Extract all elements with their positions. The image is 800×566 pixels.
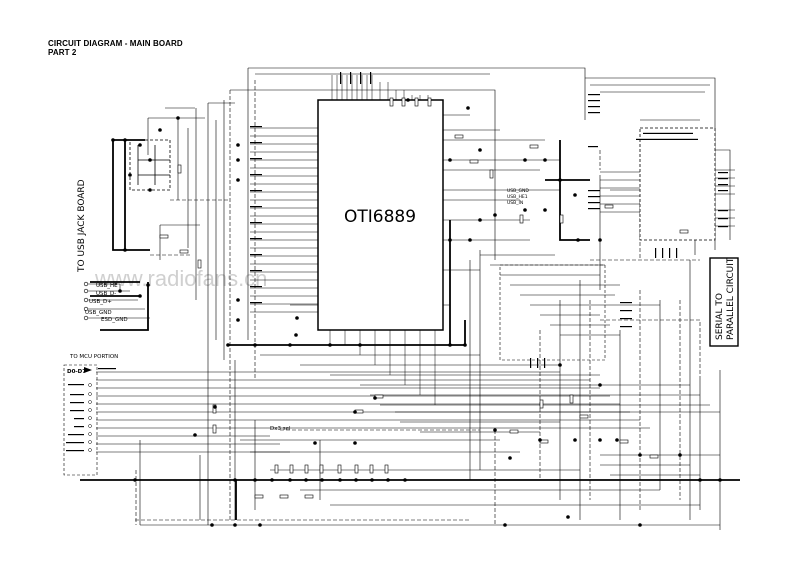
diagram-subtitle: PART 2 xyxy=(48,48,77,57)
serial-to-parallel-box: SERIAL TO PARALLEL CIRCUIT xyxy=(709,257,739,347)
chip-mid-label-1: USB_HE1 xyxy=(507,194,528,200)
usb-signal-4: ESD_GND xyxy=(101,317,128,323)
mcu-connector: TO MCU PORTION D0-D7 xyxy=(63,354,118,476)
shift-register-ic xyxy=(600,127,735,241)
chip-mid-labels: USB_GND USB_HE1 USB_IN xyxy=(507,188,529,206)
power-rails xyxy=(80,139,740,520)
data-bus-label: D0-D7 xyxy=(67,369,86,375)
chip-top-pins xyxy=(331,75,429,100)
usb-signal-1: USB_D- xyxy=(96,291,116,297)
watermark-text: www.radiofans.cn xyxy=(94,266,267,291)
usb-component-cluster xyxy=(129,139,171,191)
chip-left-pins xyxy=(250,127,318,313)
usb-signal-0: USB_HE xyxy=(96,283,118,289)
bottom-ic xyxy=(499,264,606,361)
usb-jack-label: TO USB JACK BOARD xyxy=(77,179,87,273)
usb-jack-section: TO USB JACK BOARD USB_HE USB_D- USB_D+ U… xyxy=(77,179,150,323)
serial-label-line1: SERIAL TO xyxy=(715,293,725,340)
oti6889-chip: OTI6889 xyxy=(317,99,444,331)
chip-name: OTI6889 xyxy=(344,207,416,227)
chip-mid-label-0: USB_GND xyxy=(507,188,529,194)
watermark: www.radiofans.cn xyxy=(94,266,267,291)
chip-mid-label-2: USB_IN xyxy=(507,200,523,206)
dx3-sel-label: Dx3 sel xyxy=(270,426,291,432)
mcu-portion-label: TO MCU PORTION xyxy=(69,354,118,360)
chip-bottom-pins xyxy=(329,330,436,405)
diagram-title: CIRCUIT DIAGRAM - MAIN BOARD xyxy=(48,39,183,48)
pin-label-marks xyxy=(66,72,728,452)
serial-label-line2: PARALLEL CIRCUIT xyxy=(726,257,736,340)
chip-right-pins xyxy=(443,114,560,271)
usb-signal-2: USB_D+ xyxy=(89,299,112,305)
usb-signal-3: USB_GND xyxy=(85,310,112,316)
junction-dots xyxy=(111,98,722,527)
passive-components xyxy=(159,97,689,499)
